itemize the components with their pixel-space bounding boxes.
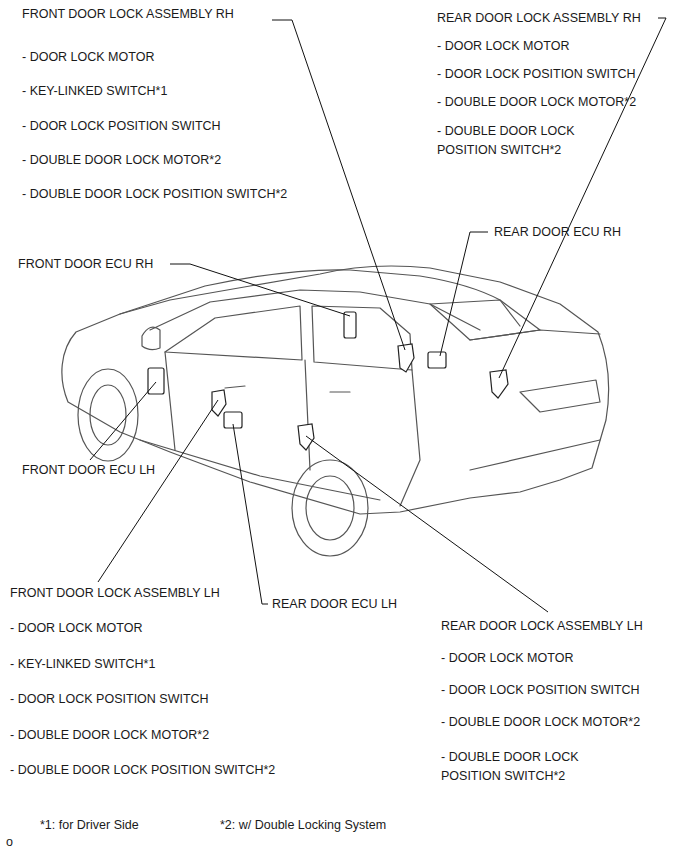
car-side-window — [165, 306, 302, 360]
car-handle — [225, 386, 245, 388]
front-door-ecu-lh — [148, 368, 164, 394]
car-door-line — [400, 370, 420, 506]
car-trunk — [470, 330, 600, 340]
part-label: FRONT DOOR ECU LH — [22, 461, 155, 480]
part-label: - DOUBLE DOOR LOCK POSITION SWITCH*2 — [22, 185, 287, 204]
part-label: - DOUBLE DOOR LOCK MOTOR*2 — [437, 93, 636, 112]
part-label: REAR DOOR ECU LH — [272, 595, 397, 614]
footnote: *2: w/ Double Locking System — [220, 816, 386, 835]
car-wheel — [90, 385, 126, 445]
front-door-lock-rh — [398, 344, 414, 372]
part-label: - DOOR LOCK POSITION SWITCH — [437, 65, 636, 84]
part-label: - DOOR LOCK MOTOR — [441, 649, 573, 668]
part-label: - DOUBLE DOOR LOCK MOTOR*2 — [10, 726, 209, 745]
leader-line — [90, 382, 156, 460]
car-sill — [140, 440, 380, 500]
car-handle — [330, 391, 350, 392]
footnote: *1: for Driver Side — [40, 816, 139, 835]
leader-line — [440, 232, 488, 356]
car-door-line — [305, 360, 310, 470]
leader-line — [272, 20, 405, 350]
part-label: - DOOR LOCK POSITION SWITCH — [22, 117, 221, 136]
part-label: - DOUBLE DOOR LOCK POSITION SWITCH*2 — [441, 748, 616, 786]
car-wheel — [78, 369, 138, 461]
part-label: REAR DOOR LOCK ASSEMBLY LH — [441, 617, 643, 636]
car-tail-lamp — [520, 380, 600, 412]
part-label: - DOOR LOCK POSITION SWITCH — [441, 681, 640, 700]
part-label: - DOUBLE DOOR LOCK MOTOR*2 — [22, 151, 221, 170]
rear-door-lock-rh — [490, 370, 508, 398]
part-label: REAR DOOR LOCK ASSEMBLY RH — [437, 9, 641, 28]
part-label: FRONT DOOR ECU RH — [18, 255, 153, 274]
part-label: - DOOR LOCK MOTOR — [437, 37, 569, 56]
car-roof — [120, 270, 520, 326]
leader-line — [170, 264, 350, 316]
part-label: FRONT DOOR LOCK ASSEMBLY LH — [10, 584, 220, 603]
car-window-line — [150, 290, 480, 330]
watermark: o — [6, 833, 13, 852]
rear-door-lock-lh — [298, 424, 314, 450]
car-side-window — [312, 306, 412, 370]
car-rear-window — [430, 300, 540, 340]
part-label: REAR DOOR ECU RH — [494, 223, 621, 242]
front-door-lock-lh — [212, 390, 226, 416]
part-label: - DOUBLE DOOR LOCK POSITION SWITCH*2 — [10, 761, 275, 780]
car-bumper — [470, 440, 600, 470]
car-wheel — [306, 476, 354, 540]
car-mirror — [142, 327, 160, 350]
rear-door-ecu-rh — [428, 352, 446, 368]
part-label: - KEY-LINKED SWITCH*1 — [10, 655, 155, 674]
part-label: - DOOR LOCK MOTOR — [22, 48, 154, 67]
part-label: - DOUBLE DOOR LOCK MOTOR*2 — [441, 713, 640, 732]
leader-line — [233, 424, 268, 604]
leader-line — [98, 400, 218, 582]
part-label: - KEY-LINKED SWITCH*1 — [22, 82, 167, 101]
car-door-line — [165, 352, 175, 450]
car-wheel — [292, 460, 368, 556]
part-label: FRONT DOOR LOCK ASSEMBLY RH — [22, 5, 234, 24]
part-label: - DOOR LOCK MOTOR — [10, 619, 142, 638]
leader-line — [306, 436, 548, 612]
part-label: - DOOR LOCK POSITION SWITCH — [10, 690, 209, 709]
part-label: - DOUBLE DOOR LOCK POSITION SWITCH*2 — [437, 122, 612, 160]
